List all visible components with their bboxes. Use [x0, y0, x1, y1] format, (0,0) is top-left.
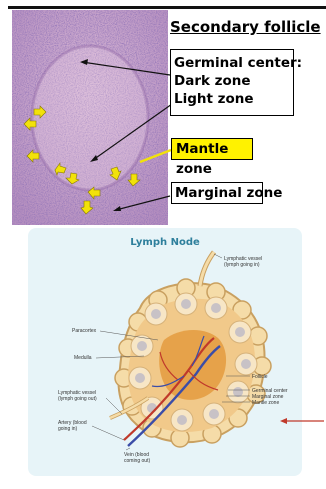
red-arrow-icon — [280, 418, 324, 424]
lymph-node-diagram: Lymphatic vessel (lymph going in) Paraco… — [28, 228, 326, 478]
germinal-center-label: Germinal center: — [174, 54, 290, 72]
label-artery-sub: going in) — [58, 426, 78, 432]
label-medulla: Medulla — [74, 355, 92, 361]
label-mantle-zone: Mantle zone — [252, 400, 279, 406]
dark-zone-label: Dark zone — [174, 72, 290, 90]
marginal-zone-box: Marginal zone — [171, 182, 263, 204]
label-paracortex: Paracortex — [72, 328, 97, 334]
label-lymph-out-sub: (lymph going out) — [58, 396, 97, 402]
label-lymph-in-sub: (lymph going in) — [224, 262, 260, 268]
top-divider — [8, 6, 326, 9]
mantle-zone-box: Mantle zone — [171, 138, 253, 160]
label-vein-sub: coming out) — [124, 458, 150, 464]
lymph-node-illustration — [110, 252, 271, 447]
germinal-center-box: Germinal center: Dark zone Light zone — [170, 49, 294, 116]
label-follicle: Follicle — [252, 374, 268, 380]
light-zone-label: Light zone — [174, 90, 290, 108]
histology-micrograph — [12, 10, 168, 225]
section-title: Secondary follicle — [170, 18, 321, 36]
